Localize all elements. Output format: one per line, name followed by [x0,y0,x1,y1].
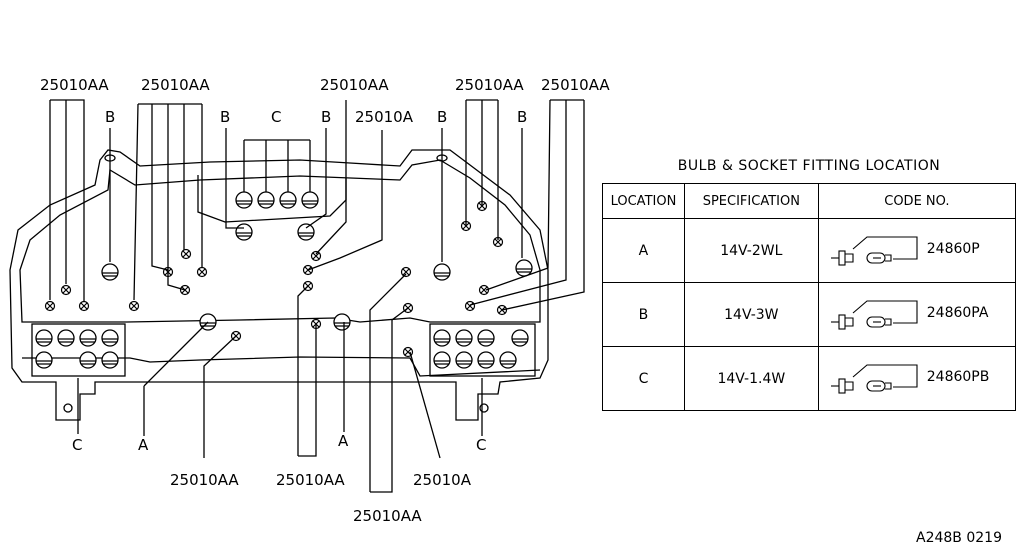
lamp-bulb-icon [279,191,297,209]
cell-code: 24860PA [817,282,1017,347]
callout-location-b: B [105,108,115,126]
left-socket-block [31,323,126,377]
lamp-bulb-icon [35,351,53,369]
callout-location-a: A [338,432,349,450]
lamp-bulb-icon [455,329,473,347]
lamp-bulb-icon [57,329,75,347]
socket-x-icon [180,248,192,260]
callout-part-25010aa: 25010AA [320,76,389,94]
code-number: 24860PA [926,305,989,321]
bulb-socket-icon [830,364,918,394]
cell-location: C [602,346,685,411]
cluster-housing [9,149,549,421]
callout-part-25010aa: 25010AA [40,76,109,94]
lamp-bulb-icon [511,329,529,347]
cell-code: 24860P [817,218,1017,283]
circuit-board-outline [19,159,541,323]
socket-x-icon [478,284,490,296]
callout-part-25010a: 25010A [413,471,472,489]
right-socket-block [429,323,536,377]
lamp-bulb-icon [101,329,119,347]
lamp-bulb-icon [433,351,451,369]
socket-x-icon [464,300,476,312]
lamp-bulb-icon [101,351,119,369]
callout-part-25010aa: 25010AA [141,76,210,94]
lamp-bulb-icon [515,259,533,277]
lamp-bulb-icon [433,329,451,347]
code-number: 24860PB [926,369,990,385]
callout-location-b: B [437,108,447,126]
callout-location-b: B [321,108,331,126]
callout-location-b: B [517,108,527,126]
lamp-bulb-icon [455,351,473,369]
cell-location: A [602,218,685,283]
lamp-bulb-icon [297,223,315,241]
socket-x-icon [400,266,412,278]
lamp-bulb-icon [235,191,253,209]
code-number: 24860P [926,241,980,257]
lamp-bulb-icon [301,191,319,209]
callout-part-25010aa: 25010AA [353,507,422,525]
bulb-socket-icon [830,236,918,266]
cell-specification: 14V-1.4W [683,346,819,411]
callout-part-25010aa: 25010AA [276,471,345,489]
lamp-bulb-icon [433,263,451,281]
lamp-bulb-icon [79,329,97,347]
bulb-socket-icon [830,300,918,330]
column-header-location: LOCATION [602,183,685,219]
lamp-bulb-icon [235,223,253,241]
column-header-specification: SPECIFICATION [683,183,819,219]
lamp-bulb-icon [35,329,53,347]
lamp-bulb-icon [101,263,119,281]
callout-location-a: A [138,436,149,454]
cell-specification: 14V-3W [683,282,819,347]
lamp-bulb-icon [333,313,351,331]
callout-location-c: C [476,436,486,454]
callout-location-c: C [72,436,82,454]
lamp-bulb-icon [257,191,275,209]
callout-part-25010aa: 25010AA [455,76,524,94]
socket-x-icon [78,300,90,312]
callout-part-25010aa: 25010AA [541,76,610,94]
lamp-bulb-icon [79,351,97,369]
lamp-bulb-icon [499,351,517,369]
callout-location-c: C [271,108,281,126]
column-header-code: CODE NO. [817,183,1017,219]
lamp-bulb-icon [477,329,495,347]
socket-x-icon [128,300,140,312]
diagram-code: A248B 0219 [916,530,1002,546]
callout-part-25010aa: 25010AA [170,471,239,489]
socket-x-icon [310,250,322,262]
table-title: BULB & SOCKET FITTING LOCATION [677,158,941,174]
callout-location-b: B [220,108,230,126]
lamp-bulb-icon [477,351,495,369]
callout-part-25010a: 25010A [355,108,414,126]
cell-specification: 14V-2WL [683,218,819,283]
socket-x-icon [44,300,56,312]
socket-x-icon [60,284,72,296]
cell-location: B [602,282,685,347]
cell-code: 24860PB [817,346,1017,411]
socket-x-icon [196,266,208,278]
